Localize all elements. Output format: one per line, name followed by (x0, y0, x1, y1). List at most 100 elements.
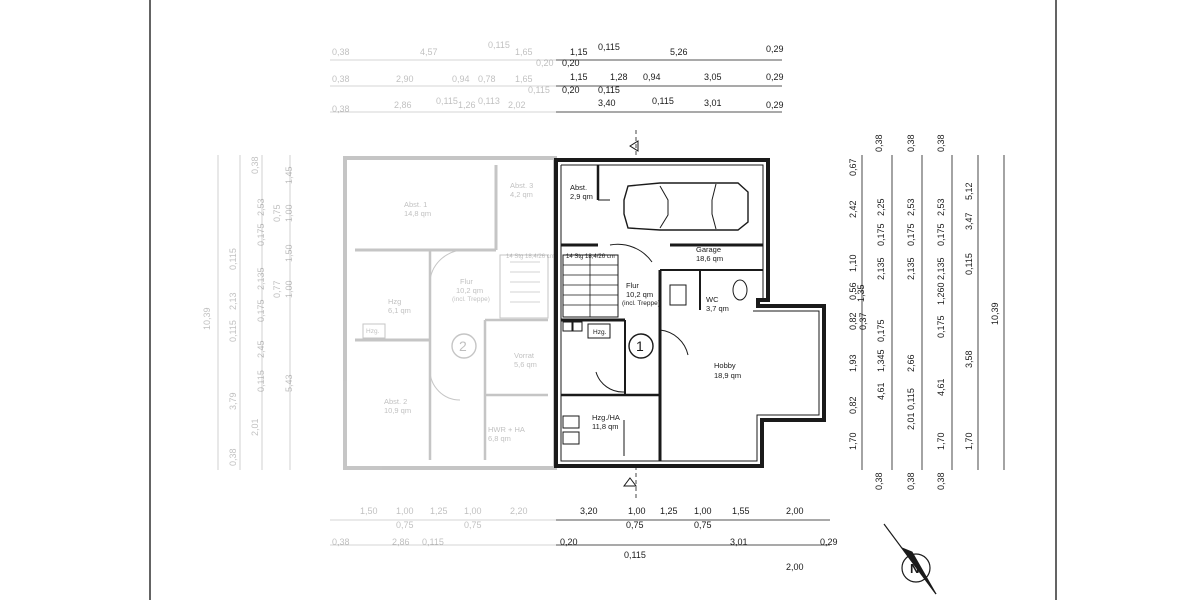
room-area-hwr: 6,8 qm (488, 434, 511, 443)
left-outer-wall (343, 156, 557, 470)
dim-text: 0,38 (332, 104, 350, 114)
dim-text: 0,115 (652, 96, 674, 106)
dim-text: 0,82 (848, 396, 858, 414)
dim-text: 1,00 (284, 280, 294, 298)
dim-text: 5,26 (670, 47, 688, 57)
dim-text: 0,38 (250, 156, 260, 174)
dim-text: 1,00 (464, 506, 482, 516)
dim-text: 0,115 (964, 253, 974, 275)
wc-toilet (732, 279, 748, 301)
dim-text: 2,135 (256, 267, 266, 290)
hzg-unit (562, 431, 580, 445)
room-area-abst2: 10,9 qm (384, 406, 411, 415)
dim-text: 2,00 (786, 562, 804, 572)
dim-text: 0,78 (478, 74, 496, 84)
dim-text: 0,75 (396, 520, 414, 530)
room-name-hzg-ha: Hzg./HA (592, 413, 620, 422)
room-area-hzg-left: 6,1 qm (388, 306, 411, 315)
dim-text: 1,28 (610, 72, 628, 82)
dim-text: 4,61 (936, 378, 946, 396)
stair (562, 254, 619, 318)
dim-text: 4,57 (420, 47, 438, 57)
dim-text: 2,00 (786, 506, 804, 516)
room-area-abst: 2,9 qm (570, 192, 593, 201)
dim-text: 1,00 (628, 506, 646, 516)
dim-text: 1,93 (848, 354, 858, 372)
dim-text: 5,43 (284, 374, 294, 392)
dimension-lines-faded (217, 59, 556, 546)
dim-text: 1,70 (936, 432, 946, 450)
dim-text: 0,115 (528, 85, 550, 95)
dim-text: 3,20 (580, 506, 598, 516)
room-name-hwr: HWR + HA (488, 425, 525, 434)
dim-text: 1,55 (732, 506, 750, 516)
dim-text: 0,94 (452, 74, 470, 84)
unit-number-1: 1 (636, 338, 644, 354)
dim-text: 0,56 (848, 282, 858, 300)
room-area-hzg-ha: 11,8 qm (592, 422, 619, 431)
dim-text: 0,82 (848, 312, 858, 330)
dim-text: 1,45 (284, 166, 294, 184)
dim-text: 0,29 (766, 44, 784, 54)
room-area-wc: 3,7 qm (706, 304, 729, 313)
dim-text: 1,345 (876, 349, 886, 372)
room-area-hobby: 18,9 qm (714, 371, 741, 380)
stair-label: 14 Stg 18,4/26 cm (566, 254, 615, 260)
left-door-swing (429, 369, 461, 401)
door-swing-garage (609, 243, 653, 263)
left-stair (499, 254, 549, 319)
dim-text: 1,10 (848, 254, 858, 272)
dim-text: 0,115 (906, 388, 916, 410)
dim-text: 2,90 (396, 74, 414, 84)
dim-text: 2,02 (508, 100, 526, 110)
room-area-garage: 18,6 qm (696, 254, 723, 263)
dim-text: 1,50 (284, 244, 294, 262)
stair-label-left: 14 Stg 18,4/26 cm (506, 254, 555, 260)
dimension-lines (556, 59, 1005, 546)
dim-text: 1,00 (284, 204, 294, 222)
left-dims: 10,39 0,115 2,13 0,115 3,79 2,01 0,38 0,… (202, 156, 294, 466)
left-boiler (362, 323, 386, 339)
dim-text: 0,175 (936, 223, 946, 246)
dim-text: 0,94 (643, 72, 661, 82)
dim-text: 1,00 (694, 506, 712, 516)
room-name-flur: Flur (626, 281, 639, 290)
room-name-flur-left: Flur (460, 277, 473, 286)
room-area-flur-left: 10,2 qm (456, 286, 483, 295)
room-name-abst1: Abst. 1 (404, 200, 427, 209)
dim-text: 0,115 (228, 320, 238, 342)
label-hzg-left: Hzg. (366, 328, 380, 335)
dim-text: 0,75 (272, 204, 282, 222)
dim-text: 0,115 (228, 248, 238, 270)
label-hzg-tank: Hzg. (593, 329, 607, 336)
dim-text: 0,20 (536, 58, 554, 68)
hzg-tank (587, 323, 611, 339)
dim-text: 1,70 (848, 432, 858, 450)
dim-text: 2,01 (250, 418, 260, 436)
dim-text: 3,01 (704, 98, 722, 108)
dim-text: 2,13 (228, 292, 238, 310)
north-arrow-circle (901, 553, 931, 583)
room-name-wc: WC (706, 295, 719, 304)
right-inner-wall-line (560, 164, 820, 462)
left-unit-circle (451, 333, 477, 359)
room-area-abst1: 14,8 qm (404, 209, 431, 218)
room-name-garage: Garage (696, 245, 721, 254)
dim-text: 0,20 (562, 85, 580, 95)
dim-text: 1,260 (936, 282, 946, 305)
dim-text: 0,115 (436, 96, 458, 106)
dim-text: 0,175 (936, 315, 946, 338)
dim-text: 0,29 (766, 72, 784, 82)
dim-text: 0,175 (256, 299, 266, 322)
dim-text: 2,135 (936, 257, 946, 280)
dim-text: 2,01 (906, 412, 916, 430)
dim-text: 1,35 (856, 284, 866, 302)
dim-text: 0,29 (820, 537, 838, 547)
north-label: N (910, 561, 919, 576)
top-dims: 0,38 4,57 0,115 1,65 0,20 1,15 0,115 5,2… (332, 40, 784, 114)
dim-text: 2,20 (510, 506, 528, 516)
dim-text: 3,01 (730, 537, 748, 547)
north-arrow: N (883, 523, 937, 595)
dim-text: 0,38 (332, 47, 350, 57)
